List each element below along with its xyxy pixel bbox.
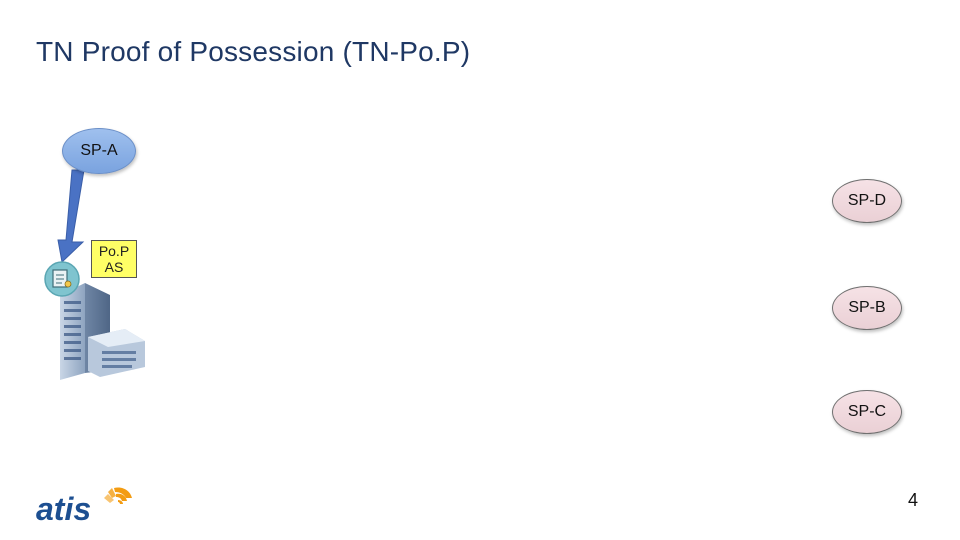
node-sp-a: SP-A [62, 128, 136, 174]
pop-as-box: Po.P AS [91, 240, 137, 278]
node-sp-c: SP-C [832, 390, 902, 434]
node-sp-b: SP-B [832, 286, 902, 330]
pop-as-label-line1: Po.P [98, 243, 130, 259]
page-number: 4 [907, 490, 918, 510]
node-sp-a-label: SP-A [80, 142, 118, 159]
node-sp-d-label: SP-D [847, 192, 887, 209]
page-title: TN Proof of Possession (TN-Po.P) [36, 36, 471, 67]
atis-logo-text: atis [36, 491, 91, 526]
certificate-badge-icon [44, 261, 80, 297]
node-sp-d: SP-D [832, 179, 902, 223]
building-icon [44, 261, 145, 380]
pop-as-label-line2: AS [104, 259, 124, 275]
node-sp-b-label: SP-B [848, 299, 886, 316]
node-sp-c-label: SP-C [847, 403, 887, 420]
atis-logo-icon: atis [36, 487, 132, 526]
